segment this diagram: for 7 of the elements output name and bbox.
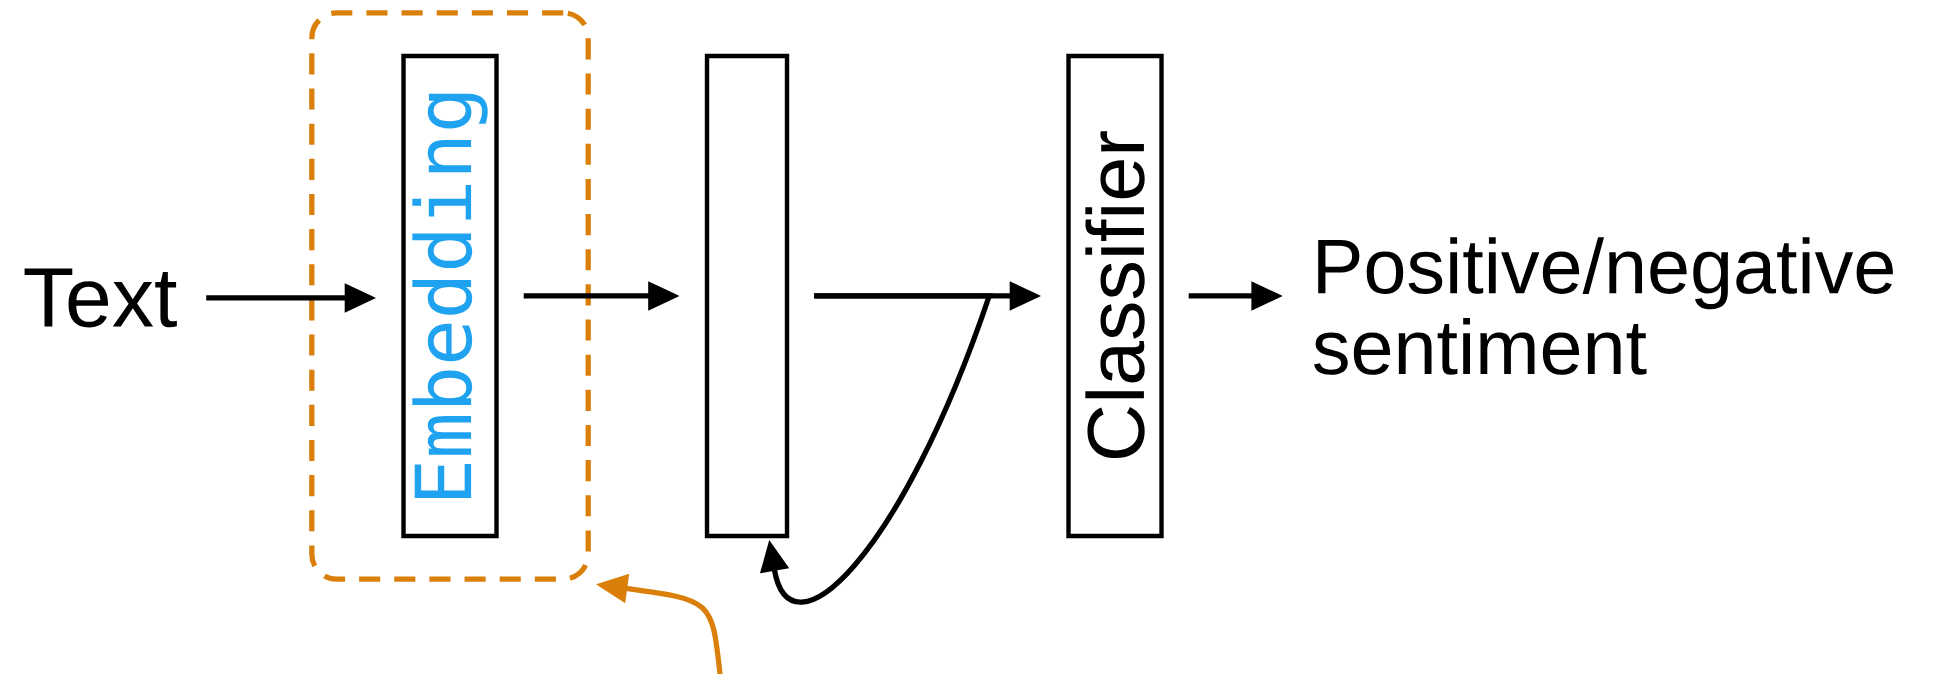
layer-box	[704, 53, 790, 539]
output-label: Positive/negative sentiment	[1314, 237, 1893, 375]
classifier-box: Classifier	[1066, 53, 1164, 539]
embedding-box: Embedding	[401, 53, 499, 539]
input-label: Text	[24, 268, 177, 328]
dashed-group-box	[309, 10, 591, 582]
arrow	[760, 293, 992, 604]
